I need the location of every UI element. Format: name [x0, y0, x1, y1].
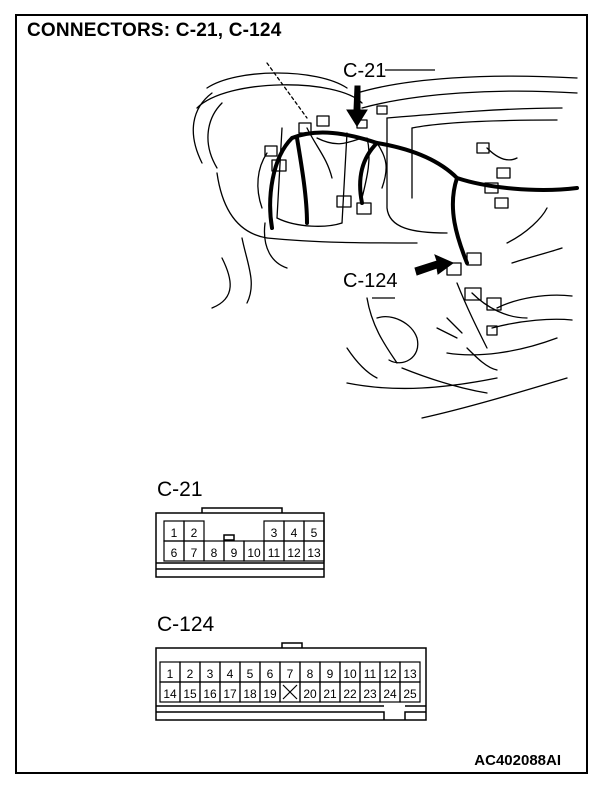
blank-pin-cross-icon	[282, 684, 298, 700]
pin-number: 19	[263, 687, 277, 701]
pin-number: 25	[403, 687, 417, 701]
pin-number: 7	[191, 546, 198, 560]
pin-number: 12	[383, 667, 397, 681]
pin-number: 21	[323, 687, 337, 701]
page-title: CONNECTORS: C-21, C-124	[27, 20, 282, 41]
pin-number: 11	[364, 667, 377, 681]
pin-number: 1	[167, 667, 174, 681]
diagram-frame	[15, 14, 588, 774]
pin-number: 13	[307, 546, 321, 560]
pin-number: 4	[227, 667, 234, 681]
pin-number: 8	[307, 667, 314, 681]
pin-number: 9	[231, 546, 238, 560]
pin-number: 3	[271, 526, 278, 540]
callout-c124: C-124	[343, 270, 398, 292]
pin-number: 18	[243, 687, 257, 701]
pin-number: 2	[187, 667, 194, 681]
pin-number: 17	[223, 687, 237, 701]
pin-number: 6	[267, 667, 274, 681]
pin-number: 9	[327, 667, 334, 681]
pin-number: 11	[268, 546, 281, 560]
pin-number: 24	[383, 687, 397, 701]
pin-number: 2	[191, 526, 198, 540]
pin-number: 7	[287, 667, 294, 681]
pin-number: 1	[171, 526, 178, 540]
figure-code: AC402088AI	[474, 752, 561, 769]
pin-number: 13	[403, 667, 417, 681]
pin-number: 10	[343, 667, 357, 681]
dashboard-harness-illustration	[192, 62, 579, 419]
callout-c21: C-21	[343, 60, 387, 82]
connector-c21-label: C-21	[157, 478, 203, 501]
pin-number: 15	[183, 687, 197, 701]
pin-number: 4	[291, 526, 298, 540]
pin-number: 10	[247, 546, 261, 560]
pin-number: 5	[311, 526, 318, 540]
pin-cavity	[399, 681, 421, 703]
pin-number: 12	[287, 546, 301, 560]
pin-number: 22	[343, 687, 357, 701]
pin-number: 5	[247, 667, 254, 681]
pin-number: 6	[171, 546, 178, 560]
pin-number: 3	[207, 667, 214, 681]
connector-c124-label: C-124	[157, 613, 215, 636]
pin-number: 16	[203, 687, 217, 701]
pin-number: 8	[211, 546, 218, 560]
pin-number: 23	[363, 687, 377, 701]
pin-cavity	[303, 540, 325, 562]
pin-number: 14	[163, 687, 177, 701]
pin-number: 20	[303, 687, 317, 701]
